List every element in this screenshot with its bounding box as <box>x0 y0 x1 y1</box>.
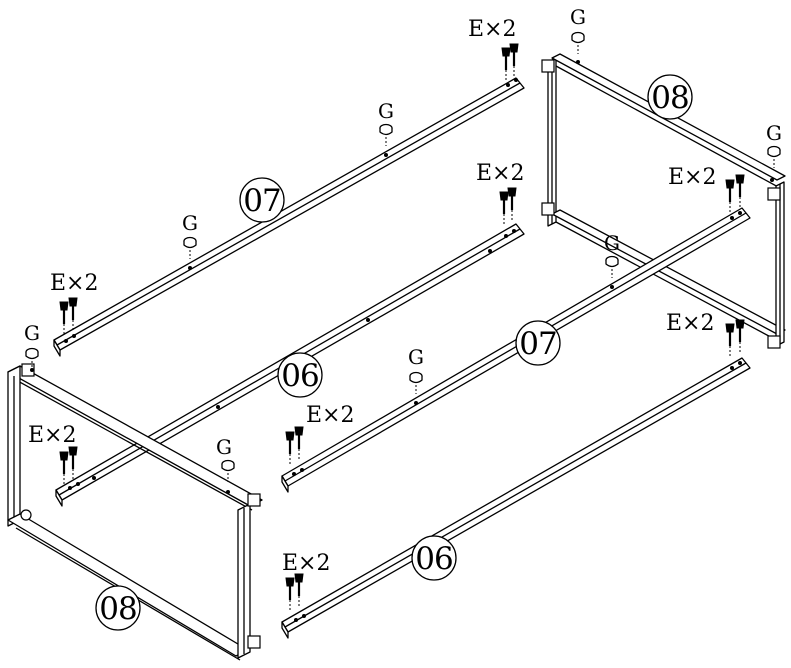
part-label-06-back-text: 06 <box>281 358 318 394</box>
screw-qty-label: E×2 <box>476 161 525 186</box>
part-label-08-front-text: 08 <box>99 591 136 627</box>
part-label-07-back-text: 07 <box>243 183 280 219</box>
cap-label: G <box>408 345 424 369</box>
side-frame-08-front <box>7 363 263 661</box>
part-label-08-back: 08 <box>647 74 693 120</box>
cap-label: G <box>182 211 198 235</box>
part-label-06-front: 06 <box>411 535 457 581</box>
part-label-06-front-text: 06 <box>415 541 452 577</box>
cap-label: G <box>378 99 394 123</box>
part-label-07-front-text: 07 <box>519 326 556 362</box>
cap-label: G <box>216 435 232 459</box>
screw-qty-label: E×2 <box>50 271 99 296</box>
part-label-07-front: 07 <box>515 320 561 366</box>
beam-07-back <box>53 77 525 357</box>
part-label-08-front: 08 <box>95 585 141 631</box>
beam-07-front <box>281 207 751 493</box>
cap-label: G <box>24 321 40 345</box>
part-label-08-back-text: 08 <box>651 80 688 116</box>
cap-label: G <box>570 5 586 29</box>
part-label-06-back: 06 <box>277 352 323 398</box>
part-label-07-back: 07 <box>239 177 285 223</box>
screw-qty-label: E×2 <box>468 17 517 42</box>
screws-e <box>58 42 746 612</box>
cap-label: G <box>766 121 782 145</box>
screw-qty-label: E×2 <box>666 311 715 336</box>
screw-qty-label: E×2 <box>306 403 355 428</box>
cap-label: G <box>604 231 620 255</box>
beam-06-front <box>281 357 751 639</box>
screw-qty-label: E×2 <box>28 423 77 448</box>
screw-qty-label: E×2 <box>668 165 717 190</box>
screw-qty-label: E×2 <box>282 551 331 576</box>
